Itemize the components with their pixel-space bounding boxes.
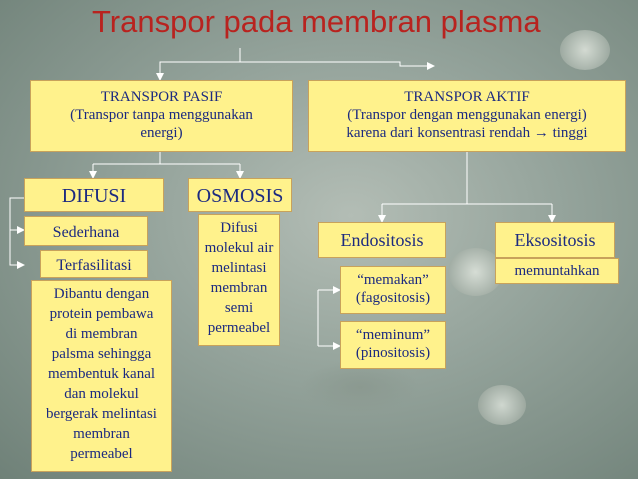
endositosis-label: Endositosis [340,230,424,250]
desc-line: protein pembawa [49,306,154,322]
sederhana-label: Sederhana [52,224,120,241]
passive-desc-line2: energi) [140,125,183,141]
desc-line: dan molekul [64,386,139,402]
eksositosis-box: Eksositosis [495,222,615,258]
desc-line: di membran [65,326,138,342]
terfasilitasi-box: Terfasilitasi [40,250,148,278]
desc-line: membran [73,426,130,442]
passive-transport-box: TRANSPOR PASIF (Transpor tanpa menggunak… [30,80,293,152]
active-desc-line2: karena dari konsentrasi rendah → tinggi [346,125,588,141]
difusi-box: DIFUSI [24,178,164,212]
desc-line: melintasi [211,260,267,276]
fagositosis-line2: (fagositosis) [355,290,431,306]
desc-line: permeabel [207,320,271,336]
desc-line: membran [210,280,268,296]
passive-desc-line1: (Transpor tanpa menggunakan [70,107,253,123]
page-title: Transpor pada membran plasma [92,4,541,39]
desc-line: Difusi [220,220,258,236]
pinositosis-box: “meminum” (pinositosis) [340,321,446,369]
desc-line: membentuk kanal [47,366,156,382]
pinositosis-line1: “meminum” [355,327,431,343]
active-desc-line1: (Transpor dengan menggunakan energi) [347,107,587,123]
endositosis-box: Endositosis [318,222,446,258]
connector-title-to-active [240,61,435,70]
memuntahkan-box: memuntahkan [495,258,619,284]
connector-difusi-bracket [9,230,25,269]
active-transport-box: TRANSPOR AKTIF (Transpor dengan mengguna… [308,80,626,152]
osmosis-desc-box: Difusi molekul air melintasi membran sem… [198,214,280,346]
pinositosis-line2: (pinositosis) [355,345,431,361]
osmosis-box: OSMOSIS [188,178,292,212]
memuntahkan-label: memuntahkan [514,263,600,279]
desc-line: bergerak melintasi [46,406,157,422]
sederhana-box: Sederhana [24,216,148,246]
desc-line: semi [224,300,254,316]
desc-line: permeabel [70,446,133,462]
desc-line: molekul air [204,240,274,256]
fagositosis-line1: “memakan” [357,272,429,288]
active-heading: TRANSPOR AKTIF [404,89,530,105]
fagositosis-box: “memakan” (fagositosis) [340,266,446,314]
terfasilitasi-label: Terfasilitasi [56,257,132,274]
passive-heading: TRANSPOR PASIF [100,89,223,105]
connector-title-to-passive [156,48,241,81]
connector-difusi-bracket [9,197,25,234]
desc-line: Dibantu dengan [53,286,150,302]
osmosis-label: OSMOSIS [196,185,284,207]
desc-line: palsma sehingga [51,346,152,362]
eksositosis-label: Eksositosis [514,230,596,250]
terfasilitasi-desc-box: Dibantu dengan protein pembawa di membra… [31,280,172,472]
difusi-label: DIFUSI [61,185,127,207]
